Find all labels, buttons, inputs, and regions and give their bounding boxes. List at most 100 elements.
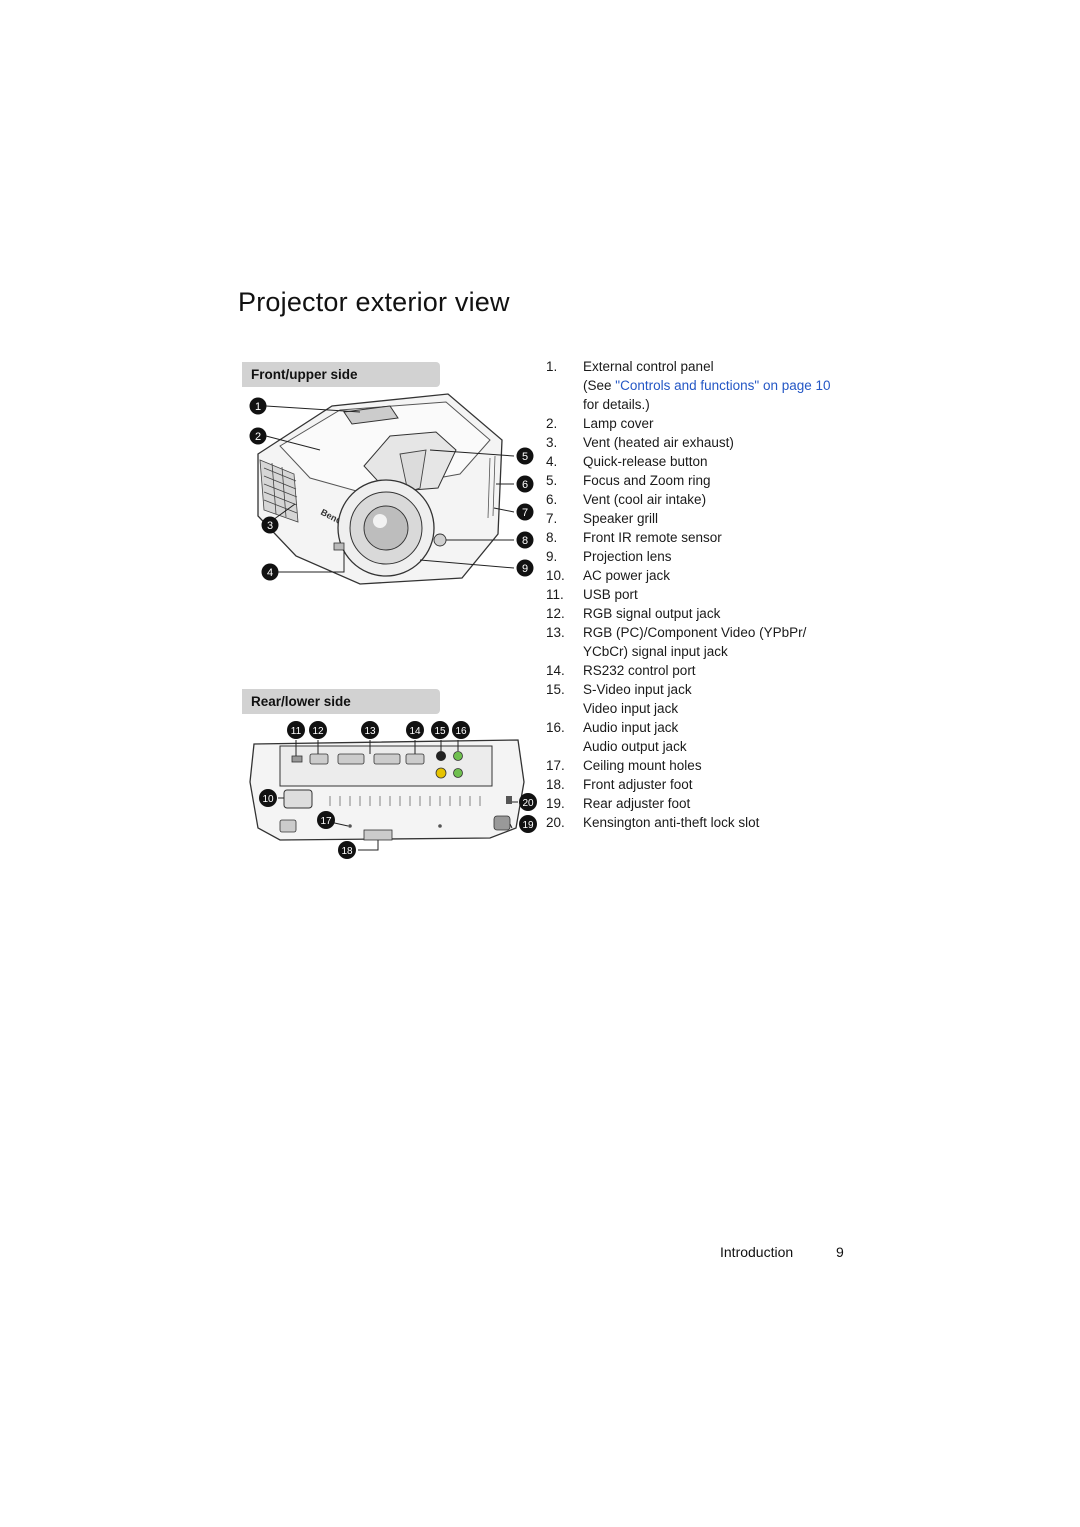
list-item-number: 1. (546, 359, 558, 374)
right-vent (487, 455, 496, 519)
list-item-text: Speaker grill (583, 511, 659, 526)
list-item-text: Audio input jack (583, 720, 679, 735)
svg-text:10: 10 (262, 794, 274, 805)
svg-text:9: 9 (522, 563, 528, 575)
focus-zoom-ring (399, 449, 427, 493)
list-item-text: Kensington anti-theft lock slot (583, 815, 760, 830)
rear-adjuster-foot (493, 815, 511, 831)
list-item-text: Rear adjuster foot (583, 796, 691, 811)
callout-11: 11 (287, 721, 305, 739)
list-item-number: 6. (546, 492, 558, 507)
list-item-text: RS232 control port (583, 663, 696, 678)
list-item: (See "Controls and functions" on page 10 (542, 376, 862, 395)
svg-text:4: 4 (267, 567, 273, 579)
list-item: 17. Ceiling mount holes (542, 756, 862, 775)
callout-10: 10 (259, 789, 277, 807)
callout-16: 16 (452, 721, 470, 739)
list-item: 4.Quick-release button (542, 452, 862, 471)
audio-input-jack (453, 751, 463, 761)
svg-text:17: 17 (320, 816, 332, 827)
svg-text:8: 8 (522, 535, 528, 547)
svg-text:6: 6 (522, 479, 528, 491)
svg-text:5: 5 (522, 451, 528, 463)
svg-text:7: 7 (522, 507, 528, 519)
rgb-input-jack-2 (373, 753, 401, 765)
svg-text:20: 20 (522, 798, 534, 809)
list-item-number: 16. (546, 720, 565, 735)
controls-and-functions-link[interactable]: "Controls and functions" on page 10 (615, 378, 831, 393)
list-item: 10.AC power jack (542, 566, 862, 585)
list-item-number: 11. (546, 587, 564, 602)
callout-3: 3 (261, 516, 279, 534)
callout-5: 5 (516, 447, 534, 465)
svg-text:15: 15 (434, 726, 446, 737)
list-item-number: 17. (546, 758, 565, 773)
quick-release-button (333, 542, 345, 551)
rgb-input-jack-1 (337, 753, 365, 765)
section-header-rear: Rear/lower side (242, 689, 440, 714)
list-item: 20.Kensington anti-theft lock slot (542, 813, 862, 832)
footer-section: Introduction (720, 1244, 794, 1260)
list-item: 2.Lamp cover (542, 414, 862, 433)
list-item: 8. Front IR remote sensor (542, 528, 862, 547)
svg-text:16: 16 (455, 726, 467, 737)
list-item-number: 8. (546, 530, 558, 545)
list-item: YCbCr) signal input jack (542, 642, 862, 661)
section-header-front: Front/upper side (242, 362, 440, 387)
callout-13: 13 (361, 721, 379, 739)
lens-glass (363, 505, 409, 551)
callout-14: 14 (406, 721, 424, 739)
list-item-number (542, 642, 583, 661)
svg-text:14: 14 (409, 726, 421, 737)
list-item-number: 19. (546, 796, 565, 811)
ir-sensor (433, 533, 447, 547)
list-item-text: Vent (cool air intake) (583, 492, 707, 507)
front-leader-lines (265, 405, 515, 573)
callout-15: 15 (431, 721, 449, 739)
list-item-text: YCbCr) signal input jack (583, 644, 728, 659)
front-callouts: 1 2 3 4 5 6 7 8 9 (249, 397, 534, 581)
list-item-text: Ceiling mount holes (583, 758, 702, 773)
list-item-number: 18. (546, 777, 565, 792)
page-footer: Introduction 9 (720, 1244, 844, 1260)
list-item-text: RGB (PC)/Component Video (YPbPr/ (583, 625, 807, 640)
list-item: 1. External control panel (542, 357, 862, 376)
list-item-number: 13. (546, 625, 565, 640)
ac-power-jack (283, 789, 313, 809)
parts-list: 1. External control panel (See "Controls a… (542, 357, 862, 832)
list-item-text: Front IR remote sensor (583, 530, 722, 545)
list-item-number: 3. (546, 435, 558, 450)
list-item: 14. RS232 control port (542, 661, 862, 680)
callout-4: 4 (261, 563, 279, 581)
list-item-number (542, 395, 583, 414)
list-item: 15.S-Video input jack (542, 680, 862, 699)
list-item-number: 14. (546, 663, 565, 678)
rear-leader-lines (278, 740, 518, 851)
list-item-number: 12. (546, 606, 565, 621)
callout-18: 18 (338, 841, 356, 859)
list-item: 9.Projection lens (542, 547, 862, 566)
list-item: Audio output jack (542, 737, 862, 756)
list-item: Video input jack (542, 699, 862, 718)
svg-text:18: 18 (341, 846, 353, 857)
list-item: 3.Vent (heated air exhaust) (542, 433, 862, 452)
projector-front-figure: BenQ 1 2 3 4 5 (240, 388, 540, 598)
callout-6: 6 (516, 475, 534, 493)
list-item-text: USB port (583, 587, 638, 602)
svg-text:11: 11 (291, 726, 302, 737)
audio-output-jack (453, 768, 463, 778)
svg-text:2: 2 (255, 431, 261, 443)
callout-12: 12 (309, 721, 327, 739)
callout-19: 19 (519, 815, 537, 833)
list-item: 5.Focus and Zoom ring (542, 471, 862, 490)
usb-port (291, 755, 303, 763)
list-item: 18.Front adjuster foot (542, 775, 862, 794)
svg-text:1: 1 (255, 401, 261, 413)
list-item-text: External control panel (583, 359, 714, 374)
callout-8: 8 (516, 531, 534, 549)
list-item: 6. Vent (cool air intake) (542, 490, 862, 509)
page-title: Projector exterior view (238, 287, 510, 317)
callout-2: 2 (249, 427, 267, 445)
callout-1: 1 (249, 397, 267, 415)
list-item-text: Focus and Zoom ring (583, 473, 711, 488)
